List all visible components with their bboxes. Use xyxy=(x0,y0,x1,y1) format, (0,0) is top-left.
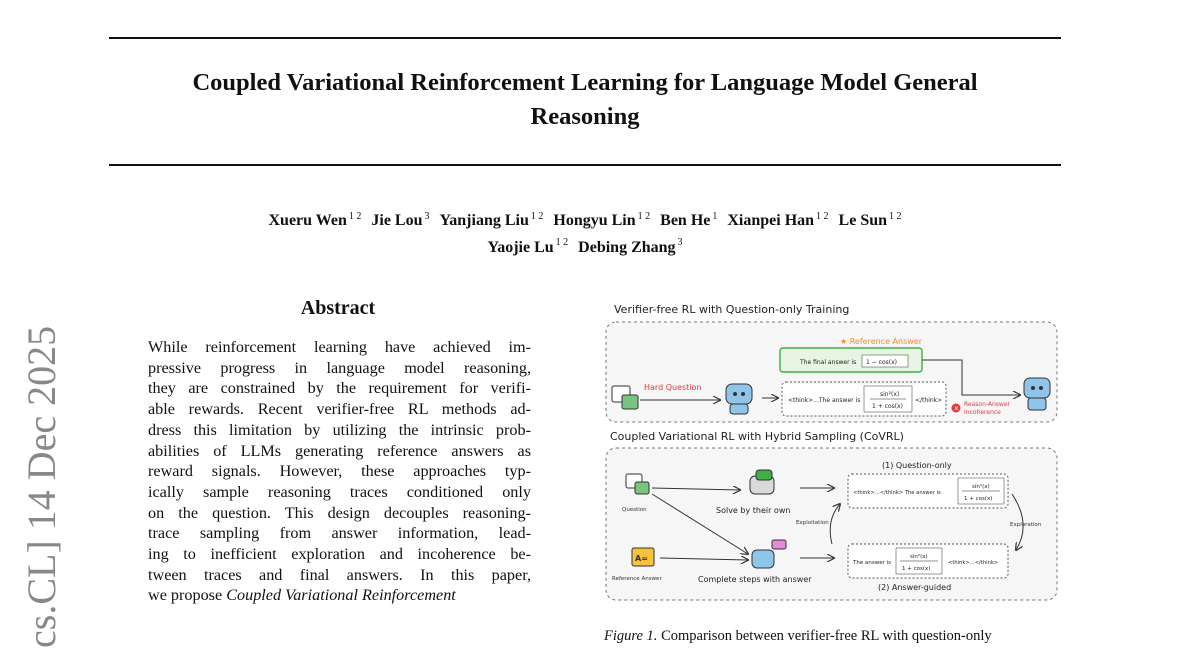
arrow-question-solve xyxy=(651,488,740,490)
question-icon xyxy=(611,385,639,410)
fraction-denominator: 1 + cos(x) xyxy=(872,403,903,410)
final-answer-math: 1 − cos(x) xyxy=(866,359,897,366)
figure-diagram: Verifier-free RL with Question-only Trai… xyxy=(605,303,1058,601)
abstract-line: on the question. This design decouples r… xyxy=(148,503,531,522)
author-affiliation: 3 xyxy=(424,211,430,222)
method-name: Coupled Variational Reinforcement xyxy=(226,586,456,605)
solve-label: Solve by their own xyxy=(716,506,790,515)
figure-1: Verifier-free RL with Question-only Trai… xyxy=(600,298,1062,608)
fraction-2-numerator: sin²(x) xyxy=(972,483,990,490)
error-icon-glyph: × xyxy=(954,405,960,413)
abstract-line-prefix: we propose xyxy=(148,586,227,605)
reference-answer-icon: A= xyxy=(631,547,655,567)
hard-question-label: Hard Question xyxy=(644,383,701,392)
arrow-question-complete xyxy=(651,493,748,554)
question-icon-small xyxy=(625,473,650,495)
abstract-line: ing to inefficient exploration and incoh… xyxy=(148,545,531,564)
abstract-body: While reinforcement learning have achiev… xyxy=(148,337,531,606)
robot-icon-right xyxy=(1023,377,1051,411)
exploration-arrow xyxy=(1011,493,1024,550)
svg-text:A=: A= xyxy=(635,554,648,563)
abstract-line: abilities of LLMs generating reference a… xyxy=(148,441,531,460)
title-line-1: Coupled Variational Reinforcement Learni… xyxy=(192,69,978,96)
question-only-label: (1) Question-only xyxy=(882,461,952,470)
incoherence-label-2: Incoherence xyxy=(964,409,1001,416)
author-affiliation: 1 2 xyxy=(889,211,902,222)
final-answer-text: The final answer is xyxy=(799,359,856,366)
arrow-reference-complete xyxy=(659,558,748,560)
author-affiliation: 3 xyxy=(677,237,683,249)
reference-arrow xyxy=(922,359,1020,395)
think-prefix: <think>...The answer is xyxy=(788,397,860,404)
figure-caption: Figure 1. Comparison between verifier-fr… xyxy=(604,628,992,645)
caption-label: Figure 1. xyxy=(604,628,658,644)
exploitation-label: Exploitation xyxy=(796,520,829,526)
abstract-line: they are constrained by the requirement … xyxy=(148,379,531,398)
abstract-line: pressive progress in language model reas… xyxy=(148,358,531,377)
paper-title: Coupled Variational Reinforcement Learni… xyxy=(109,66,1061,134)
answer-guided-label: (2) Answer-guided xyxy=(878,583,951,592)
error-icon xyxy=(951,403,961,413)
caption-text: Comparison between verifier-free RL with… xyxy=(657,628,992,644)
bottom-rule xyxy=(109,164,1061,166)
exploration-label: Exploration xyxy=(1010,522,1042,528)
fraction-numerator: sin²(x) xyxy=(880,391,899,398)
abstract-heading: Abstract xyxy=(300,297,376,319)
fraction-3-numerator: sin²(x) xyxy=(910,553,928,560)
reference-answer-label: ★ Reference Answer xyxy=(840,337,923,346)
title-line-2: Reasoning xyxy=(530,103,640,130)
author-affiliation: 1 2 xyxy=(637,211,651,222)
top-panel-title: Verifier-free RL with Question-only Trai… xyxy=(614,303,849,316)
author-affiliation: 1 2 xyxy=(555,237,569,249)
reference-answer-small: Reference Answer xyxy=(612,576,662,582)
fraction-2-denominator: 1 + cos(x) xyxy=(964,496,992,502)
abstract-line: trace sampling from answer information, … xyxy=(148,524,531,543)
guided-robot-icon xyxy=(751,539,787,569)
answer-guided-text: The answer is xyxy=(852,560,891,566)
question-only-text: <think>...</think> The answer is xyxy=(853,490,941,496)
abstract-line: reward signals. However, these approache… xyxy=(148,462,531,481)
abstract-line: able rewards. Recent verifier-free RL me… xyxy=(148,400,531,419)
final-answer-math-box xyxy=(861,354,909,368)
think-suffix: </think> xyxy=(915,397,942,404)
author-affiliation: 1 2 xyxy=(348,211,362,222)
solver-robot-icon xyxy=(749,469,775,495)
robot-icon-left xyxy=(725,383,753,415)
abstract-line: dress this limitation by utilizing the i… xyxy=(148,420,531,439)
author-affiliation: 1 xyxy=(712,211,718,222)
fraction-3-denominator: 1 + cos(x) xyxy=(902,566,930,572)
incoherence-label-1: Reason-Answer xyxy=(964,401,1011,408)
author-affiliation: 1 2 xyxy=(530,211,544,222)
top-rule xyxy=(109,37,1061,39)
abstract-line: tween traces and final answers. In this … xyxy=(148,565,531,584)
abstract-line: we propose Coupled Variational Reinforce… xyxy=(148,585,531,606)
exploitation-arrow xyxy=(829,504,840,545)
author-affiliation: 1 2 xyxy=(816,211,829,222)
abstract-line: ically sample reasoning traces condition… xyxy=(148,482,531,501)
bottom-panel-title: Coupled Variational RL with Hybrid Sampl… xyxy=(610,430,904,443)
abstract-line: While reinforcement learning have achiev… xyxy=(148,338,531,356)
answer-guided-suffix: <think>...</think> xyxy=(948,560,998,566)
complete-label: Complete steps with answer xyxy=(698,575,812,584)
question-label: Question xyxy=(622,507,647,513)
arxiv-stamp: cs.CL] 14 Dec 2025 xyxy=(19,325,64,648)
